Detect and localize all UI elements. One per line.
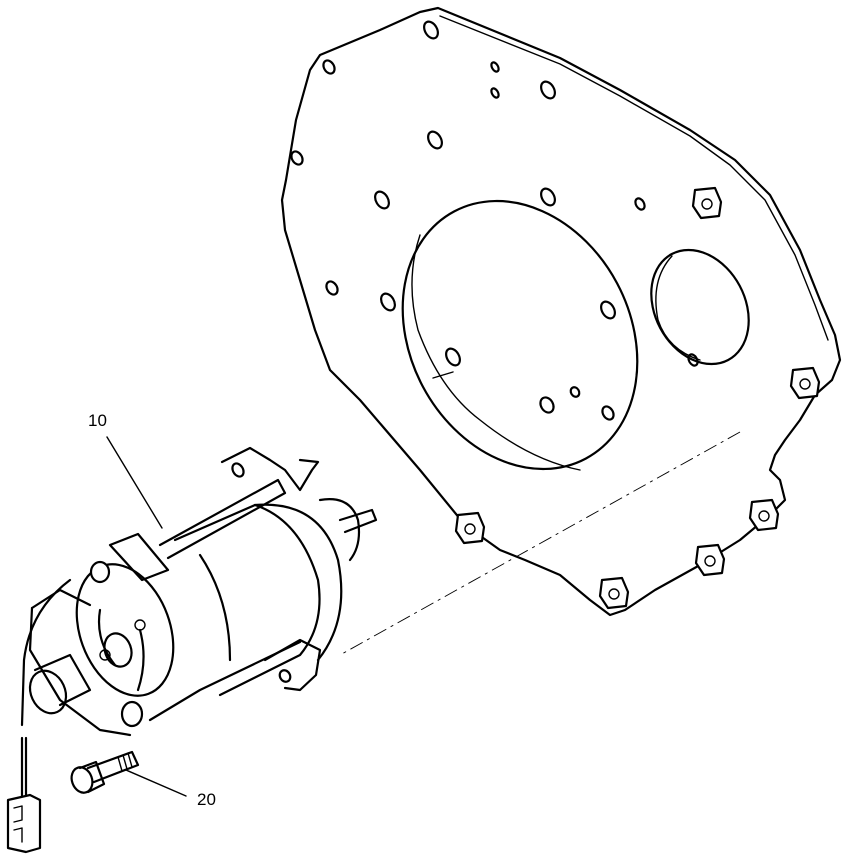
alignment-line (339, 431, 741, 656)
square-nuts (454, 186, 821, 610)
mounting-bolt (70, 750, 140, 794)
leader-line-10 (106, 436, 163, 529)
starter-motor (20, 446, 378, 737)
wire-connector (6, 736, 42, 854)
callout-20-label: 20 (197, 790, 216, 809)
mounting-holes (290, 20, 699, 421)
callout-10-label: 10 (88, 411, 107, 430)
flywheel-housing-plate (280, 6, 842, 617)
leader-line-20 (125, 769, 187, 797)
